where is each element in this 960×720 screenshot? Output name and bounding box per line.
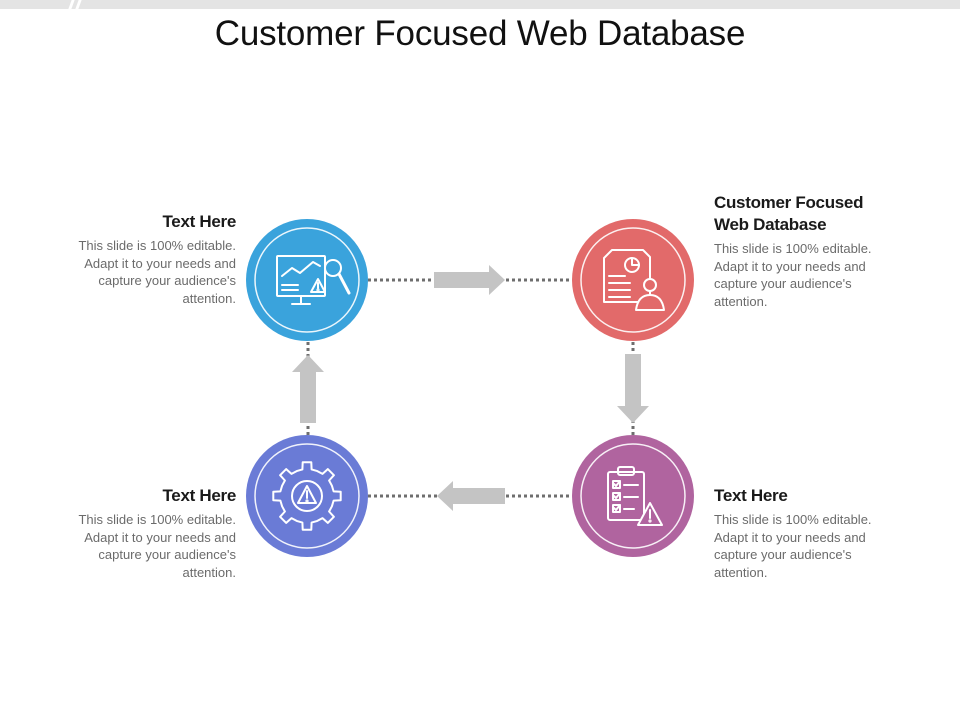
step-text-2: Customer Focused Web Database This slide…	[714, 192, 874, 310]
step-description: This slide is 100% editable. Adapt it to…	[78, 512, 236, 580]
step-circle-2	[572, 219, 694, 341]
arrow-right	[434, 265, 505, 295]
step-circle-1	[246, 219, 368, 341]
step-heading: Text Here	[162, 212, 236, 231]
gear-warning-icon	[272, 461, 342, 531]
checklist-warning-icon	[607, 466, 663, 526]
step-heading: Text Here	[714, 486, 788, 505]
top-decoration-bar	[0, 0, 960, 11]
arrow-left	[437, 481, 505, 511]
step-description: This slide is 100% editable. Adapt it to…	[78, 238, 236, 306]
arrow-down	[617, 354, 649, 423]
monitor-chart-warning-icon	[276, 255, 351, 305]
arrow-up	[292, 355, 324, 423]
step-heading: Customer Focused Web Database	[714, 193, 864, 234]
report-user-icon	[603, 249, 665, 311]
step-text-1: Text Here This slide is 100% editable. A…	[76, 211, 236, 307]
step-description: This slide is 100% editable. Adapt it to…	[714, 241, 872, 309]
step-heading: Text Here	[162, 486, 236, 505]
step-description: This slide is 100% editable. Adapt it to…	[714, 512, 872, 580]
step-text-4: Text Here This slide is 100% editable. A…	[76, 485, 236, 581]
slide-title: Customer Focused Web Database	[214, 14, 746, 53]
step-text-3: Text Here This slide is 100% editable. A…	[714, 485, 874, 581]
